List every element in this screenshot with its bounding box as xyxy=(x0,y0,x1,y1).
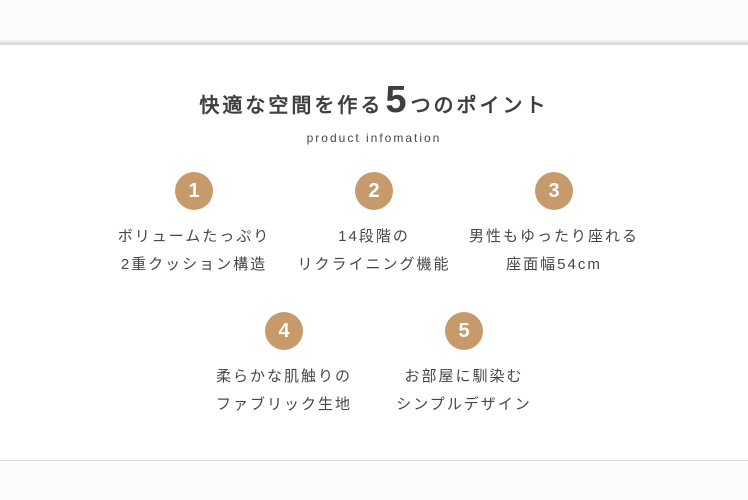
point-3-number-badge: 3 xyxy=(535,172,573,210)
bottom-band xyxy=(0,461,748,500)
point-item-5: 5 お部屋に馴染む シンプルデザイン xyxy=(374,312,554,419)
point-3-text-line1: 男性もゆったり座れる xyxy=(468,228,639,245)
point-item-4: 4 柔らかな肌触りの ファブリック生地 xyxy=(194,312,374,419)
point-5-text-line2: シンプルデザイン xyxy=(396,396,532,413)
point-4-text-line1: 柔らかな肌触りの xyxy=(215,368,352,385)
point-5-number-badge: 5 xyxy=(445,312,483,350)
title-number: 5 xyxy=(385,79,409,121)
point-item-1: 1 ボリュームたっぷり 2重クッション構造 xyxy=(104,172,284,279)
points-row-2: 4 柔らかな肌触りの ファブリック生地 5 お部屋に馴染む シンプルデザイン xyxy=(0,312,748,419)
title-prefix: 快適な空間を作る xyxy=(199,95,384,117)
point-2-text-line1: 14段階の xyxy=(338,228,410,245)
point-5-text-line1: お部屋に馴染む xyxy=(404,368,524,385)
title-suffix: つのポイント xyxy=(410,95,549,117)
points-row-1: 1 ボリュームたっぷり 2重クッション構造 2 14段階の リクライニング機能 … xyxy=(0,172,748,279)
point-1-text-line2: 2重クッション構造 xyxy=(120,256,268,273)
point-item-3: 3 男性もゆったり座れる 座面幅54cm xyxy=(464,172,644,279)
section-subtitle: product infomation xyxy=(306,131,442,145)
point-3-text-line2: 座面幅54cm xyxy=(506,256,602,273)
point-4-text-line2: ファブリック生地 xyxy=(215,396,352,413)
point-2-number-badge: 2 xyxy=(355,172,393,210)
point-4-number-badge: 4 xyxy=(265,312,303,350)
point-1-number-badge: 1 xyxy=(175,172,213,210)
point-item-2: 2 14段階の リクライニング機能 xyxy=(284,172,464,279)
point-2-text-line2: リクライニング機能 xyxy=(297,256,451,273)
point-1-text-line1: ボリュームたっぷり xyxy=(117,228,271,245)
top-band xyxy=(0,0,748,44)
